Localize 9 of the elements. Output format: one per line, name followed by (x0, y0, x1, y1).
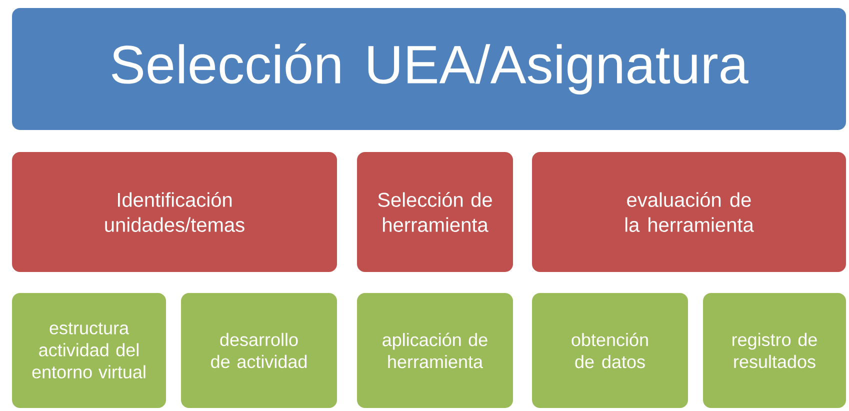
step-box: registro de resultados (703, 292, 846, 408)
step-box: obtención de datos (532, 292, 688, 408)
category-box: Selección de herramienta (357, 152, 513, 272)
category-box: Identificación unidades/temas (12, 152, 337, 272)
title-banner: Selección UEA/Asignatura (12, 8, 846, 130)
step-box: desarrollo de actividad (181, 292, 337, 408)
step-box: aplicación de herramienta (357, 292, 513, 408)
category-box: evaluación de la herramienta (532, 152, 846, 272)
step-box: estructura actividad del entorno virtual (12, 292, 166, 408)
